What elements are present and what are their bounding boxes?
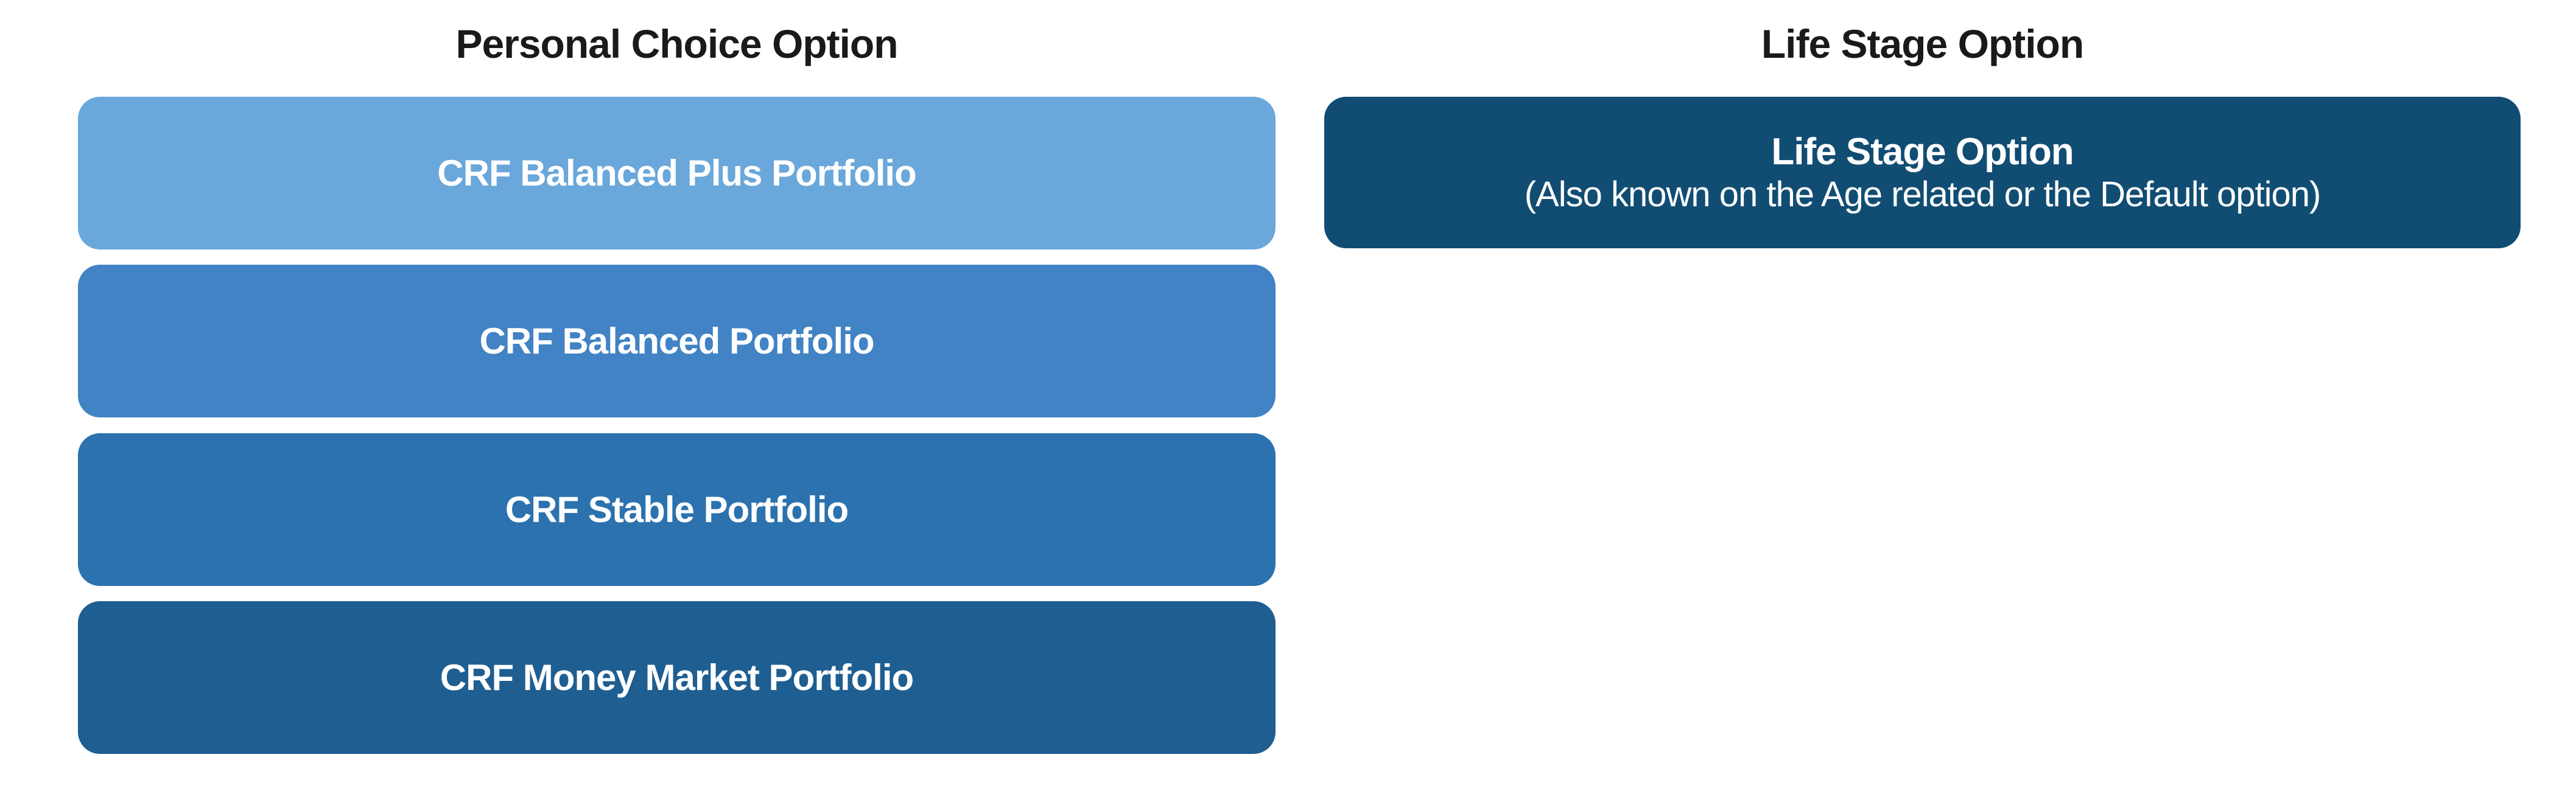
- box-label-crf-balanced-portfolio: CRF Balanced Portfolio: [479, 321, 874, 361]
- personal-choice-column-title: Personal Choice Option: [455, 21, 898, 66]
- life-stage-column-title: Life Stage Option: [1761, 21, 2084, 66]
- box-label-crf-stable-portfolio: CRF Stable Portfolio: [505, 489, 849, 530]
- box-life-stage-option: Life Stage Option (Also known on the Age…: [1324, 97, 2521, 248]
- box-crf-balanced-plus-portfolio: CRF Balanced Plus Portfolio: [78, 97, 1276, 249]
- box-label-crf-balanced-plus-portfolio: CRF Balanced Plus Portfolio: [437, 153, 916, 194]
- box-crf-money-market-portfolio: CRF Money Market Portfolio: [78, 601, 1276, 754]
- box-crf-stable-portfolio: CRF Stable Portfolio: [78, 433, 1276, 586]
- life-stage-column: Life Stage Option Life Stage Option (Als…: [1324, 0, 2521, 802]
- box-subtitle-life-stage-option: (Also known on the Age related or the De…: [1524, 174, 2322, 214]
- box-title-life-stage-option: Life Stage Option: [1771, 130, 2074, 173]
- box-label-crf-money-market-portfolio: CRF Money Market Portfolio: [440, 657, 914, 698]
- box-crf-balanced-portfolio: CRF Balanced Portfolio: [78, 265, 1276, 417]
- personal-choice-column: Personal Choice Option CRF Balanced Plus…: [78, 0, 1276, 802]
